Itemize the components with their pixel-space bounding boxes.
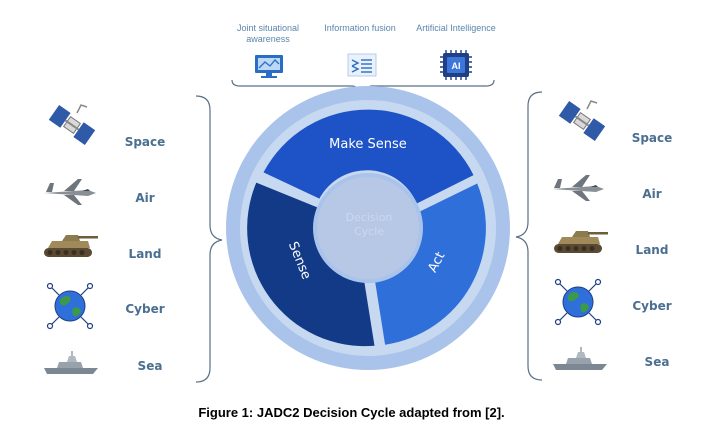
center-label-line-2: Cycle <box>354 225 384 238</box>
left-domain-land: Land <box>129 247 162 261</box>
tank-icon <box>554 231 608 253</box>
right-domain-air: Air <box>642 187 661 201</box>
top-item-label-line-1: Joint situational <box>237 23 299 33</box>
svg-text:AI: AI <box>452 61 461 71</box>
figure-caption: Figure 1: JADC2 Decision Cycle adapted f… <box>198 405 505 420</box>
top-item-situational-awareness: Joint situational awareness <box>237 23 299 78</box>
top-item-label-line-2: awareness <box>246 34 290 44</box>
left-domain-sea: Sea <box>138 359 163 373</box>
left-domain-air: Air <box>135 191 154 205</box>
right-domain-sea: Sea <box>645 355 670 369</box>
top-item-label: Artificial Intelligence <box>416 23 496 33</box>
monitor-map-icon <box>255 55 283 78</box>
warship-icon <box>43 350 99 375</box>
right-bracket <box>515 91 543 381</box>
left-domain-space: Space <box>125 135 166 149</box>
top-item-label: Information fusion <box>324 23 396 33</box>
satellite-icon <box>557 100 607 142</box>
left-bracket <box>195 95 223 383</box>
cyber-globe-icon <box>554 278 602 326</box>
segment-make-sense <box>263 109 474 204</box>
center-label-line-1: Decision <box>346 211 393 224</box>
warship-icon <box>552 346 608 371</box>
fighter-jet-icon <box>44 179 96 205</box>
tank-icon <box>44 235 98 257</box>
segment-act <box>375 183 486 345</box>
fusion-arrows-icon <box>347 53 377 77</box>
right-domain-space: Space <box>632 131 673 145</box>
right-domain-cyber: Cyber <box>632 299 671 313</box>
segment-label-make-sense: Make Sense <box>329 137 407 152</box>
top-item-artificial-intelligence: Artificial Intelligence AI <box>416 23 496 80</box>
left-domain-cyber: Cyber <box>125 302 164 316</box>
segment-sense <box>247 182 375 347</box>
cyber-globe-icon <box>46 282 94 330</box>
fighter-jet-icon <box>552 175 604 201</box>
ai-chip-icon: AI <box>440 50 472 80</box>
top-item-information-fusion: Information fusion <box>324 23 396 77</box>
right-domain-land: Land <box>636 243 669 257</box>
satellite-icon <box>47 104 97 146</box>
